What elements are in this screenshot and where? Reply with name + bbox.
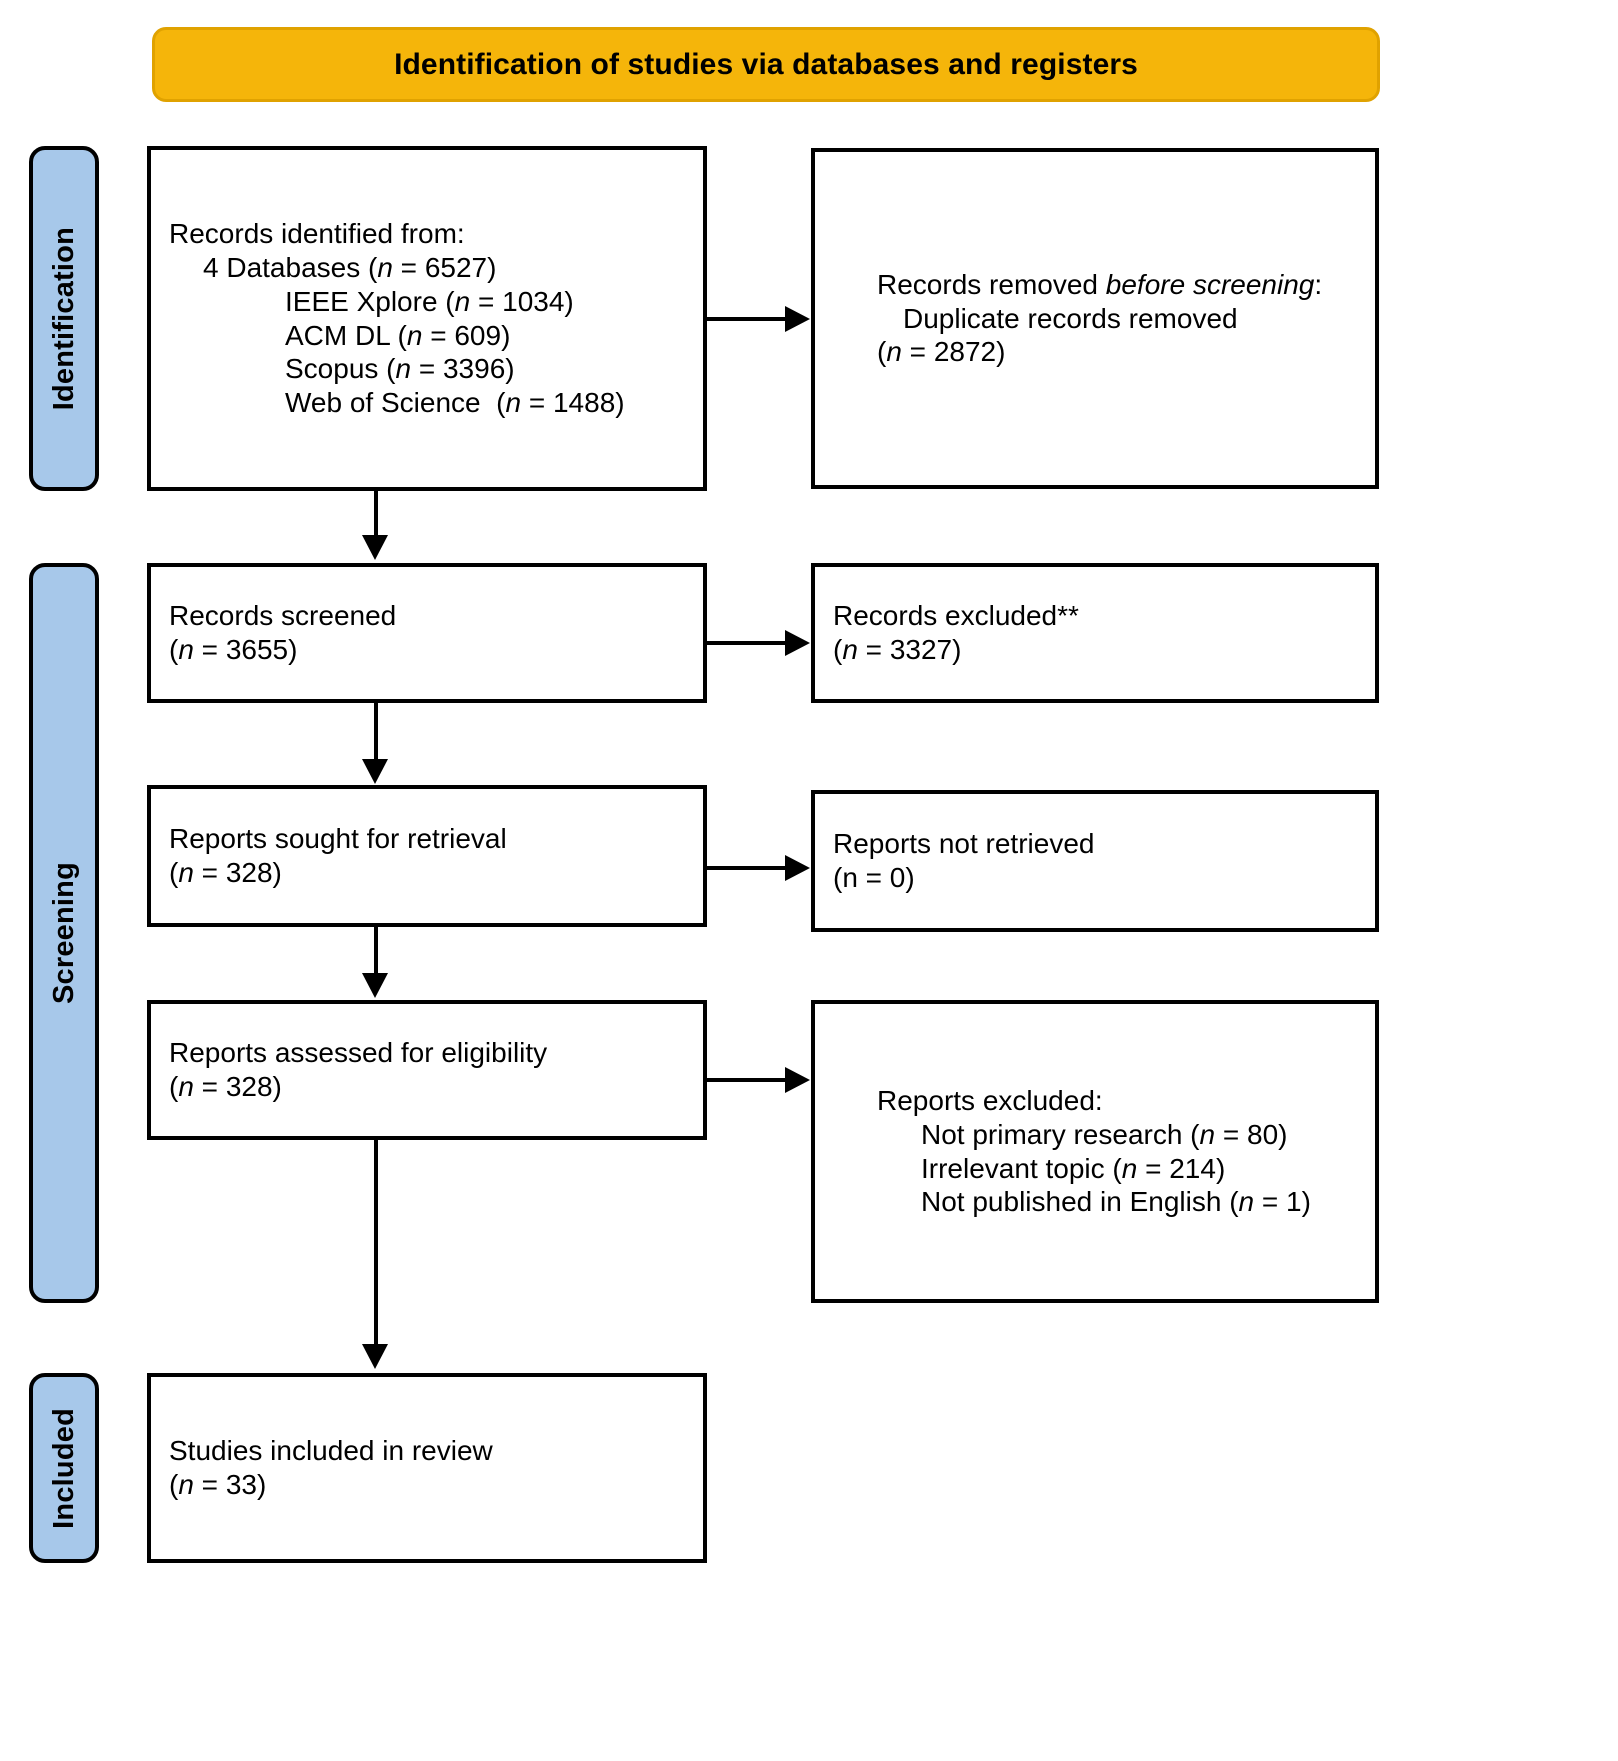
records-identified-databases: 4 Databases (n = 6527) [203, 251, 497, 283]
arrow-down-icon [362, 535, 388, 560]
records-excluded-count: (n = 3327) [833, 634, 962, 665]
duplicate-records-count: (n = 2872) [877, 336, 1006, 368]
stage-label-identification-text: Identification [47, 226, 80, 411]
records-screened-count: (n = 3655) [169, 634, 298, 665]
connector-sought-to-not-retrieved [707, 866, 787, 870]
reason-not-primary-research: Not primary research (n = 80) [921, 1118, 1288, 1150]
connector-sought-to-assessed [374, 927, 378, 975]
box-records-excluded: Records excluded** (n = 3327) [811, 563, 1379, 703]
reports-assessed-count: (n = 328) [169, 1071, 282, 1102]
stage-label-identification: Identification [29, 146, 99, 491]
arrow-down-icon [362, 973, 388, 998]
records-identified-line1: Records identified from: [169, 217, 465, 249]
connector-screened-to-sought [374, 703, 378, 761]
source-ieee-xplore: IEEE Xplore (n = 1034) [285, 285, 574, 317]
header-banner: Identification of studies via databases … [152, 27, 1380, 102]
connector-assessed-to-included [374, 1140, 378, 1346]
reports-sought-count: (n = 328) [169, 857, 282, 888]
reports-sought-label: Reports sought for retrieval [169, 823, 507, 855]
box-records-removed: Records removed before screening: Duplic… [811, 148, 1379, 489]
source-web-of-science: Web of Science (n = 1488) [285, 387, 625, 419]
box-reports-assessed: Reports assessed for eligibility (n = 32… [147, 1000, 707, 1140]
box-reports-not-retrieved: Reports not retrieved (n = 0) [811, 790, 1379, 932]
reason-not-published-in-english: Not published in English (n = 1) [921, 1186, 1311, 1218]
stage-label-screening: Screening [29, 563, 99, 1303]
reports-not-retrieved-label: Reports not retrieved [833, 828, 1095, 860]
connector-assessed-to-reports-excluded [707, 1078, 787, 1082]
records-screened-label: Records screened [169, 600, 397, 632]
reports-not-retrieved-count: (n = 0) [833, 862, 915, 893]
studies-included-label: Studies included in review [169, 1435, 493, 1467]
arrow-right-icon [785, 630, 810, 656]
studies-included-count: (n = 33) [169, 1469, 267, 1500]
box-records-screened: Records screened (n = 3655) [147, 563, 707, 703]
stage-label-included: Included [29, 1373, 99, 1563]
stage-label-screening-text: Screening [47, 861, 80, 1004]
arrow-right-icon [785, 1067, 810, 1093]
reason-irrelevant-topic: Irrelevant topic (n = 214) [921, 1152, 1226, 1184]
connector-identified-to-duplicates [707, 317, 787, 321]
duplicate-records-removed: Duplicate records removed [903, 302, 1238, 334]
box-reports-sought: Reports sought for retrieval (n = 328) [147, 785, 707, 927]
source-scopus: Scopus (n = 3396) [285, 353, 515, 385]
records-removed-line1: Records removed before screening: [877, 268, 1323, 300]
box-studies-included: Studies included in review (n = 33) [147, 1373, 707, 1563]
connector-screened-to-excluded [707, 641, 787, 645]
source-acm-dl: ACM DL (n = 609) [285, 319, 511, 351]
arrow-down-icon [362, 1344, 388, 1369]
reports-assessed-label: Reports assessed for eligibility [169, 1037, 548, 1069]
box-reports-excluded: Reports excluded: Not primary research (… [811, 1000, 1379, 1303]
arrow-right-icon [785, 306, 810, 332]
reports-excluded-label: Reports excluded: [877, 1084, 1103, 1116]
arrow-right-icon [785, 855, 810, 881]
box-records-identified: Records identified from: 4 Databases (n … [147, 146, 707, 491]
stage-label-included-text: Included [47, 1407, 80, 1529]
connector-identified-to-screened [374, 491, 378, 537]
records-excluded-label: Records excluded** [833, 600, 1079, 632]
page-title: Identification of studies via databases … [394, 47, 1138, 81]
arrow-down-icon [362, 759, 388, 784]
